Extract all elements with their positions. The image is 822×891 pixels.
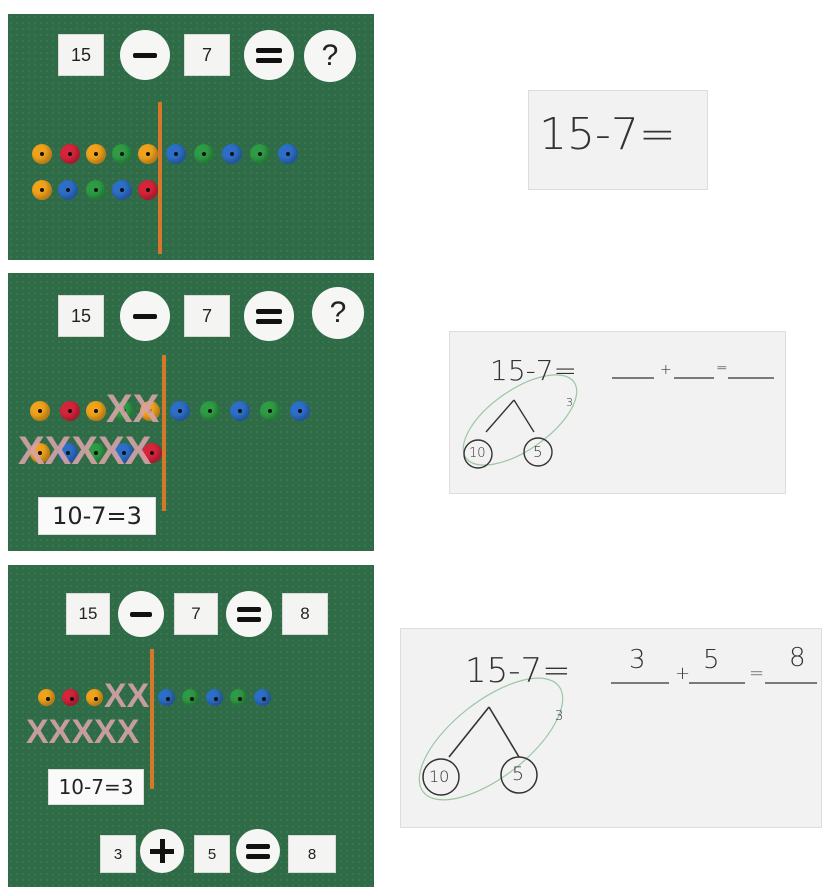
question-disc: ? (304, 30, 356, 82)
bead (86, 180, 106, 200)
answer-eight: 8 (789, 643, 806, 673)
bead (254, 689, 271, 706)
card-number-15: 15 (58, 34, 104, 76)
plus-disc (140, 829, 184, 873)
bottom-card-8: 8 (288, 835, 336, 873)
card-number-7: 7 (184, 34, 230, 76)
equals-disc (226, 591, 272, 637)
answer-three: 3 (629, 645, 646, 675)
circle-five: 5 (512, 763, 524, 785)
divider-string (150, 649, 154, 789)
cross-mark: XXXXX (26, 713, 139, 752)
note-equation: 15-7= (490, 354, 577, 387)
cross-mark: XX (106, 387, 159, 432)
equals-icon (237, 607, 261, 612)
bead (230, 689, 247, 706)
bead (86, 689, 103, 706)
card-number-15: 15 (58, 295, 104, 337)
bead (112, 144, 132, 164)
equals-sign: = (716, 360, 728, 376)
strip-ten-minus-seven: 10-7=3 (48, 769, 144, 805)
bead (182, 689, 199, 706)
cross-mark: XXXXX (18, 429, 151, 474)
bead (278, 144, 298, 164)
bead (62, 689, 79, 706)
circle-ten: 10 (469, 446, 486, 461)
plus-sign: + (675, 663, 690, 684)
bead (112, 180, 132, 200)
bottom-card-5: 5 (194, 835, 230, 873)
board-panel-1: 15 7 ? (8, 14, 374, 260)
handwritten-note-2: 15-7= + = 3 10 5 (449, 331, 786, 494)
equals-disc (244, 30, 294, 80)
plus-sign: + (660, 362, 672, 378)
equals-icon (246, 844, 270, 849)
bead (290, 401, 310, 421)
circle-ten: 10 (429, 767, 449, 786)
note-equation: 15-7= (539, 109, 676, 160)
divider-string (162, 355, 166, 511)
minus-disc (118, 591, 164, 637)
bead (86, 144, 106, 164)
board-panel-3: 15 7 8 XX XXXXX 10-7=3 3 5 8 (8, 565, 374, 887)
minus-disc (120, 291, 170, 341)
equals-icon (256, 48, 282, 53)
bead (32, 180, 52, 200)
bead (170, 401, 190, 421)
note-drawing (401, 629, 821, 827)
bead (230, 401, 250, 421)
bead (60, 401, 80, 421)
card-number-15: 15 (66, 593, 110, 635)
note-equation: 15-7= (465, 651, 571, 691)
handwritten-note-1: 15-7= (528, 90, 708, 190)
card-number-7: 7 (174, 593, 218, 635)
bead (60, 144, 80, 164)
minus-icon (133, 53, 157, 58)
cross-mark: XX (104, 677, 149, 716)
bead (250, 144, 270, 164)
plus-icon (150, 839, 174, 863)
question-disc: ? (312, 287, 364, 339)
bead (194, 144, 214, 164)
circle-five: 5 (533, 443, 543, 461)
strip-ten-minus-seven: 10-7=3 (38, 497, 156, 535)
bead (260, 401, 280, 421)
handwritten-note-3: 15-7= 3 + 5 = 8 3 10 5 (400, 628, 822, 828)
minus-icon (130, 612, 152, 617)
bead (58, 180, 78, 200)
bead (166, 144, 186, 164)
minus-disc (120, 30, 170, 80)
bead (158, 689, 175, 706)
bead (138, 144, 158, 164)
card-number-7: 7 (184, 295, 230, 337)
divider-string (158, 102, 162, 254)
note-small-three: 3 (555, 709, 563, 724)
bead (32, 144, 52, 164)
note-small-three: 3 (566, 396, 573, 409)
card-result-8: 8 (282, 593, 328, 635)
bead (38, 689, 55, 706)
bead (86, 401, 106, 421)
bead (222, 144, 242, 164)
minus-icon (133, 314, 157, 319)
answer-five: 5 (703, 645, 720, 675)
bead (30, 401, 50, 421)
equals-sign: = (749, 663, 764, 684)
bead (206, 689, 223, 706)
board-panel-2: 15 7 ? XX XXXXX 10-7=3 (8, 273, 374, 551)
equals-disc-bottom (236, 829, 280, 873)
bottom-card-3: 3 (100, 835, 136, 873)
equals-icon (256, 309, 282, 314)
bead (138, 180, 158, 200)
equals-disc (244, 291, 294, 341)
bead (200, 401, 220, 421)
